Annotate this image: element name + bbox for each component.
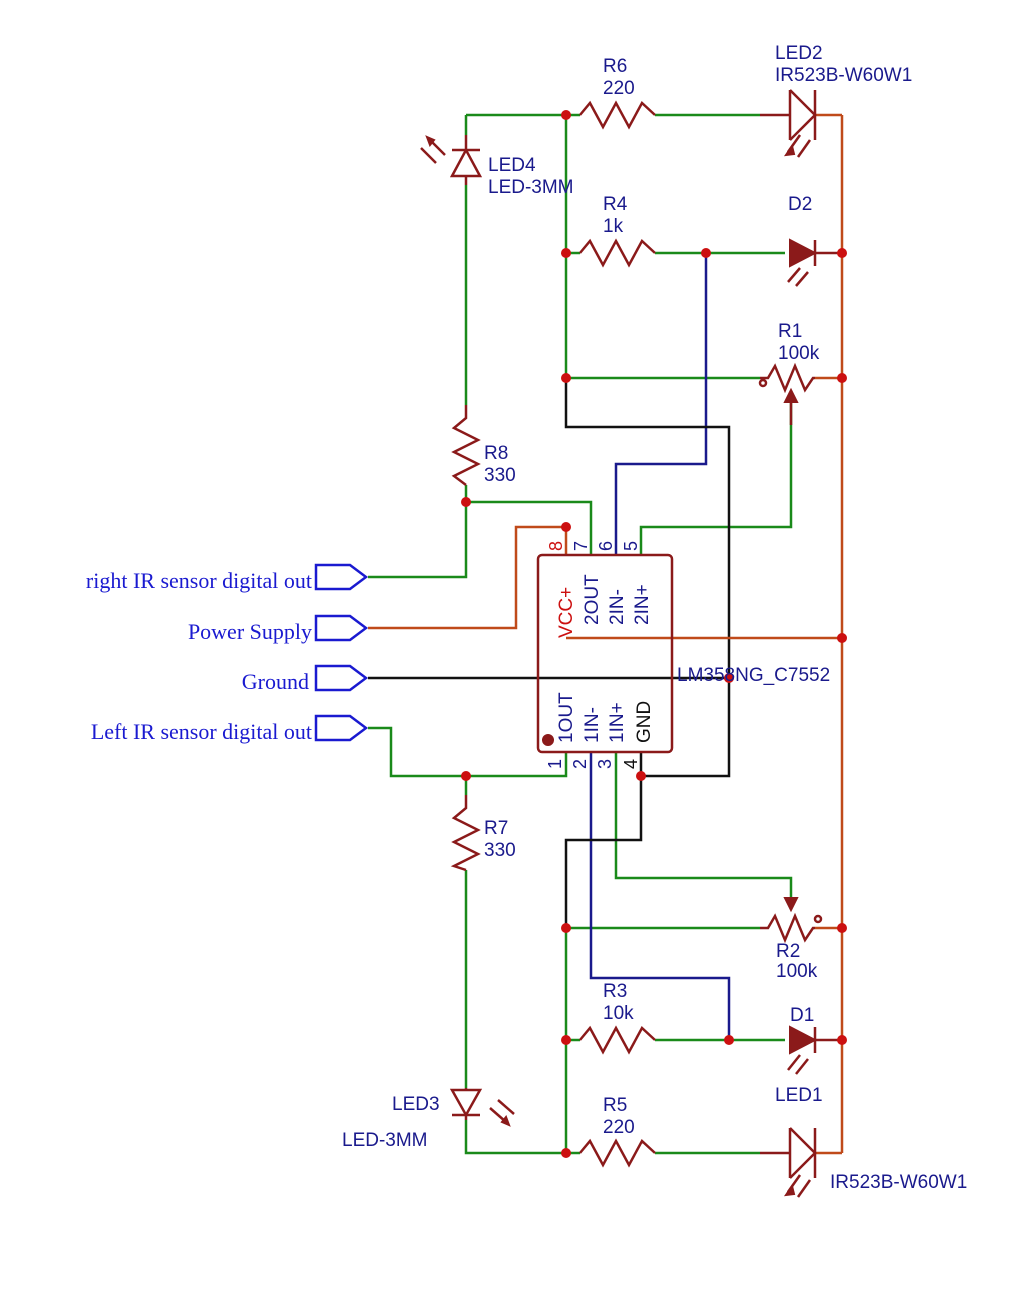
d1-value: LED1	[775, 1085, 823, 1106]
led2-name: LED2	[775, 43, 823, 64]
r3-value: 10k	[603, 1003, 634, 1024]
ir-led-led1	[760, 1127, 817, 1198]
r4-name: R4	[603, 194, 628, 215]
r5-name: R5	[603, 1095, 627, 1116]
net-flag-left-ir	[314, 714, 369, 742]
d2-name: D2	[788, 194, 812, 215]
r8-value: 330	[484, 465, 516, 486]
net-flag-ground	[314, 664, 369, 692]
r2-value: 100k	[776, 961, 818, 982]
net-flag-right-ir	[314, 563, 369, 591]
pin-7-number: 7	[571, 541, 591, 551]
led-d2	[787, 238, 842, 287]
pin-3-name: 1IN+	[607, 702, 628, 743]
potentiometer-r2	[760, 897, 823, 944]
ic-value: LM358NG_C7552	[677, 665, 830, 686]
r6-name: R6	[603, 56, 627, 77]
resistor-r8	[451, 405, 481, 486]
pin-2-name: 1IN-	[582, 707, 603, 743]
resistor-r7	[450, 795, 481, 872]
pin-1-name: 1OUT	[556, 692, 577, 743]
pin-5-name: 2IN+	[632, 584, 653, 625]
resistor-r4	[579, 238, 656, 268]
green-wires	[368, 113, 793, 1155]
resistor-r6	[579, 100, 656, 130]
resistor-r3	[579, 1025, 656, 1055]
pin-6-name: 2IN-	[607, 589, 628, 625]
led-d1	[787, 1025, 842, 1075]
r3-name: R3	[603, 981, 627, 1002]
ir-led-led2	[760, 89, 817, 158]
led3-value: LED-3MM	[342, 1130, 428, 1151]
pin-1-number: 1	[545, 759, 565, 769]
r6-value: 220	[603, 78, 635, 99]
pin-5-number: 5	[621, 541, 641, 551]
ic-lm358	[536, 553, 674, 754]
r7-value: 330	[484, 840, 516, 861]
potentiometer-r1	[758, 362, 815, 425]
r1-value: 100k	[778, 343, 820, 364]
pin-8-number: 8	[546, 541, 566, 551]
led-led3	[449, 1088, 515, 1127]
pin-4-number: 4	[621, 759, 641, 769]
led3-name: LED3	[392, 1094, 440, 1115]
pin-8-name: VCC+	[556, 587, 577, 638]
r2-name: R2	[776, 941, 800, 962]
d1-name: D1	[790, 1005, 814, 1026]
pin-6-number: 6	[596, 541, 616, 551]
pin-3-number: 3	[595, 759, 615, 769]
led4-value: LED-3MM	[488, 177, 574, 198]
net-flag-power	[314, 614, 369, 642]
net-label-right-ir: right IR sensor digital out	[86, 568, 312, 593]
led-led4	[420, 135, 483, 185]
r7-name: R7	[484, 818, 508, 839]
net-label-ground: Ground	[242, 669, 309, 694]
net-label-power: Power Supply	[188, 619, 312, 644]
net-label-left-ir: Left IR sensor digital out	[91, 719, 312, 744]
r8-name: R8	[484, 443, 508, 464]
r4-value: 1k	[603, 216, 624, 237]
r1-name: R1	[778, 321, 802, 342]
black-wires	[368, 378, 731, 928]
resistor-r5	[579, 1138, 656, 1168]
led1-value: IR523B-W60W1	[830, 1172, 967, 1193]
led2-value: IR523B-W60W1	[775, 65, 912, 86]
led4-name: LED4	[488, 155, 536, 176]
pin-2-number: 2	[570, 759, 590, 769]
junctions	[461, 110, 847, 1158]
r5-value: 220	[603, 1117, 635, 1138]
pin-4-name: GND	[634, 701, 655, 743]
pin-7-name: 2OUT	[582, 574, 603, 625]
blue-wires	[589, 253, 731, 1040]
